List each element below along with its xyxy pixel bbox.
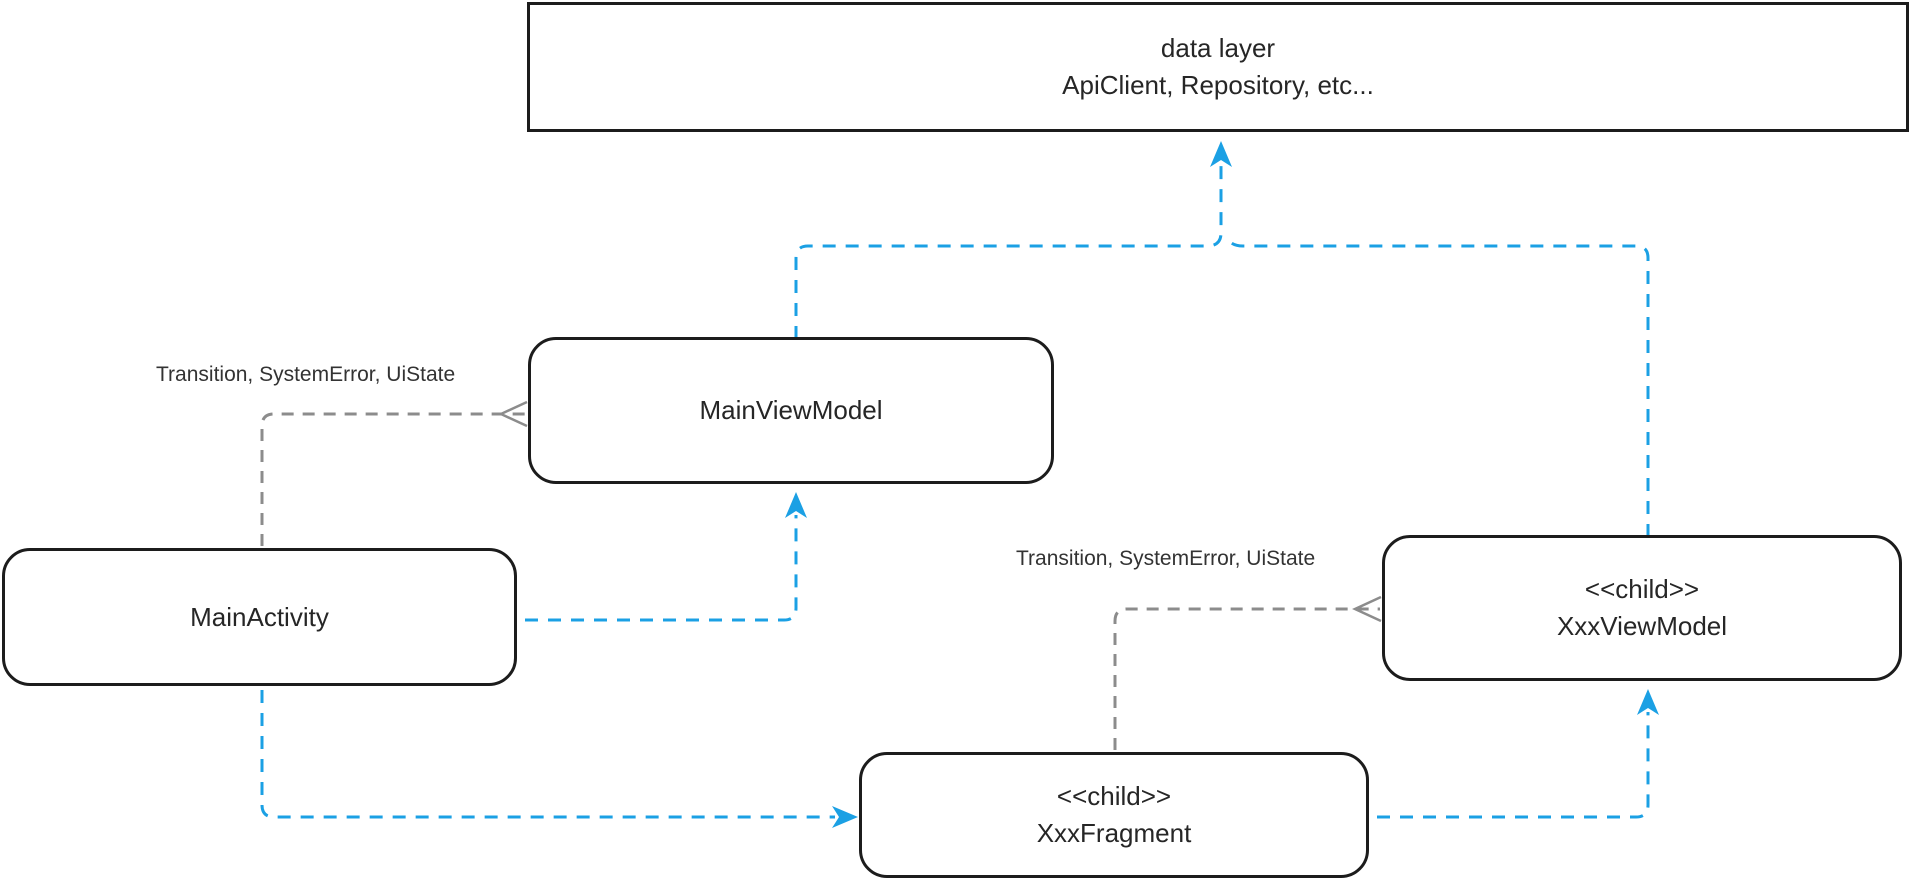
edge-mainviewmodel-to-datalayer bbox=[794, 166, 1223, 339]
arrowhead-into-datalayer-bottom bbox=[1210, 141, 1232, 167]
xxx-view-model-title: XxxViewModel bbox=[1556, 611, 1728, 641]
xxx-fragment-title: XxxFragment bbox=[1036, 818, 1192, 848]
arrowhead-into-mainviewmodel-bottom bbox=[785, 492, 807, 518]
edge-label-xxxviewmodel-outputs: Transition, SystemError, UiState bbox=[1016, 547, 1316, 570]
edge-mainviewmodel-state-to-mainactivity bbox=[260, 412, 526, 546]
xxx-view-model-stereotype: <<child>> bbox=[1584, 574, 1700, 604]
open-arrowhead-at-mainviewmodel-left bbox=[498, 400, 528, 428]
arrowhead-into-xxxviewmodel-bottom bbox=[1637, 689, 1659, 715]
node-main-view-model: MainViewModel bbox=[528, 337, 1054, 484]
edge-label-mainviewmodel-outputs: Transition, SystemError, UiState bbox=[156, 363, 456, 386]
open-arrowhead-at-xxxviewmodel-left bbox=[1352, 595, 1382, 623]
edge-xxxviewmodel-to-datalayer bbox=[1224, 235, 1650, 537]
node-xxx-view-model: <<child>> XxxViewModel bbox=[1382, 535, 1902, 681]
data-layer-title: data layer bbox=[1160, 33, 1276, 63]
node-data-layer: data layer ApiClient, Repository, etc... bbox=[527, 2, 1909, 132]
edge-mainactivity-to-mainviewmodel bbox=[525, 515, 798, 622]
xxx-fragment-stereotype: <<child>> bbox=[1056, 781, 1172, 811]
main-activity-title: MainActivity bbox=[190, 601, 329, 632]
data-layer-subtitle: ApiClient, Repository, etc... bbox=[1062, 70, 1374, 100]
node-main-activity: MainActivity bbox=[2, 548, 517, 686]
arrowhead-into-xxxfragment-left bbox=[832, 806, 858, 828]
edge-xxxviewmodel-state-to-xxxfragment bbox=[1113, 607, 1380, 750]
edge-xxxfragment-to-xxxviewmodel bbox=[1377, 712, 1650, 819]
main-view-model-title: MainViewModel bbox=[699, 395, 883, 425]
node-xxx-fragment: <<child>> XxxFragment bbox=[859, 752, 1369, 878]
edge-mainactivity-to-xxxfragment bbox=[260, 690, 835, 819]
